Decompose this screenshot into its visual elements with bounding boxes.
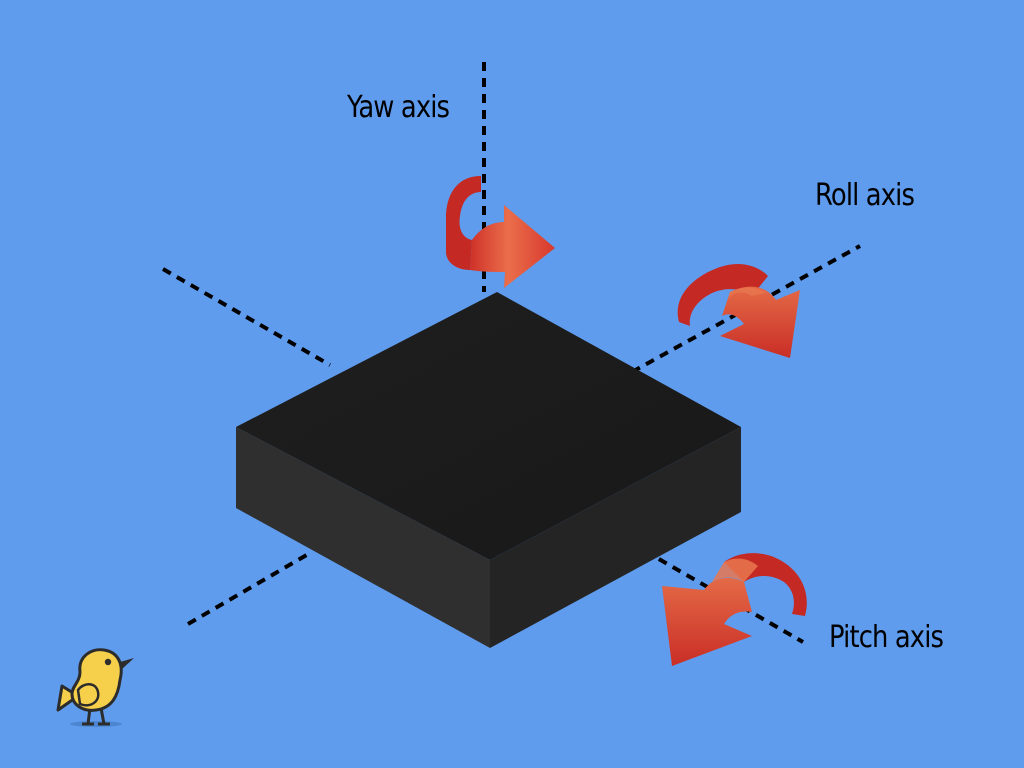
box-left-face — [236, 427, 490, 648]
yaw-rotation-arrow-icon — [446, 176, 555, 288]
bird-mascot-icon — [56, 648, 134, 727]
roll-axis-label: Roll axis — [815, 178, 915, 213]
yaw-axis-label: Yaw axis — [347, 90, 450, 125]
box-object — [236, 292, 741, 648]
roll-rotation-arrow-icon — [677, 264, 800, 358]
pitch-axis-label: Pitch axis — [829, 620, 944, 655]
box-right-face — [490, 427, 741, 648]
pitch-axis-line-front — [644, 549, 804, 644]
pitch-rotation-arrow-icon — [662, 553, 807, 666]
roll-axis-line-back — [186, 551, 312, 626]
pitch-axis-line-back — [162, 267, 331, 367]
box-top-face — [236, 292, 741, 560]
